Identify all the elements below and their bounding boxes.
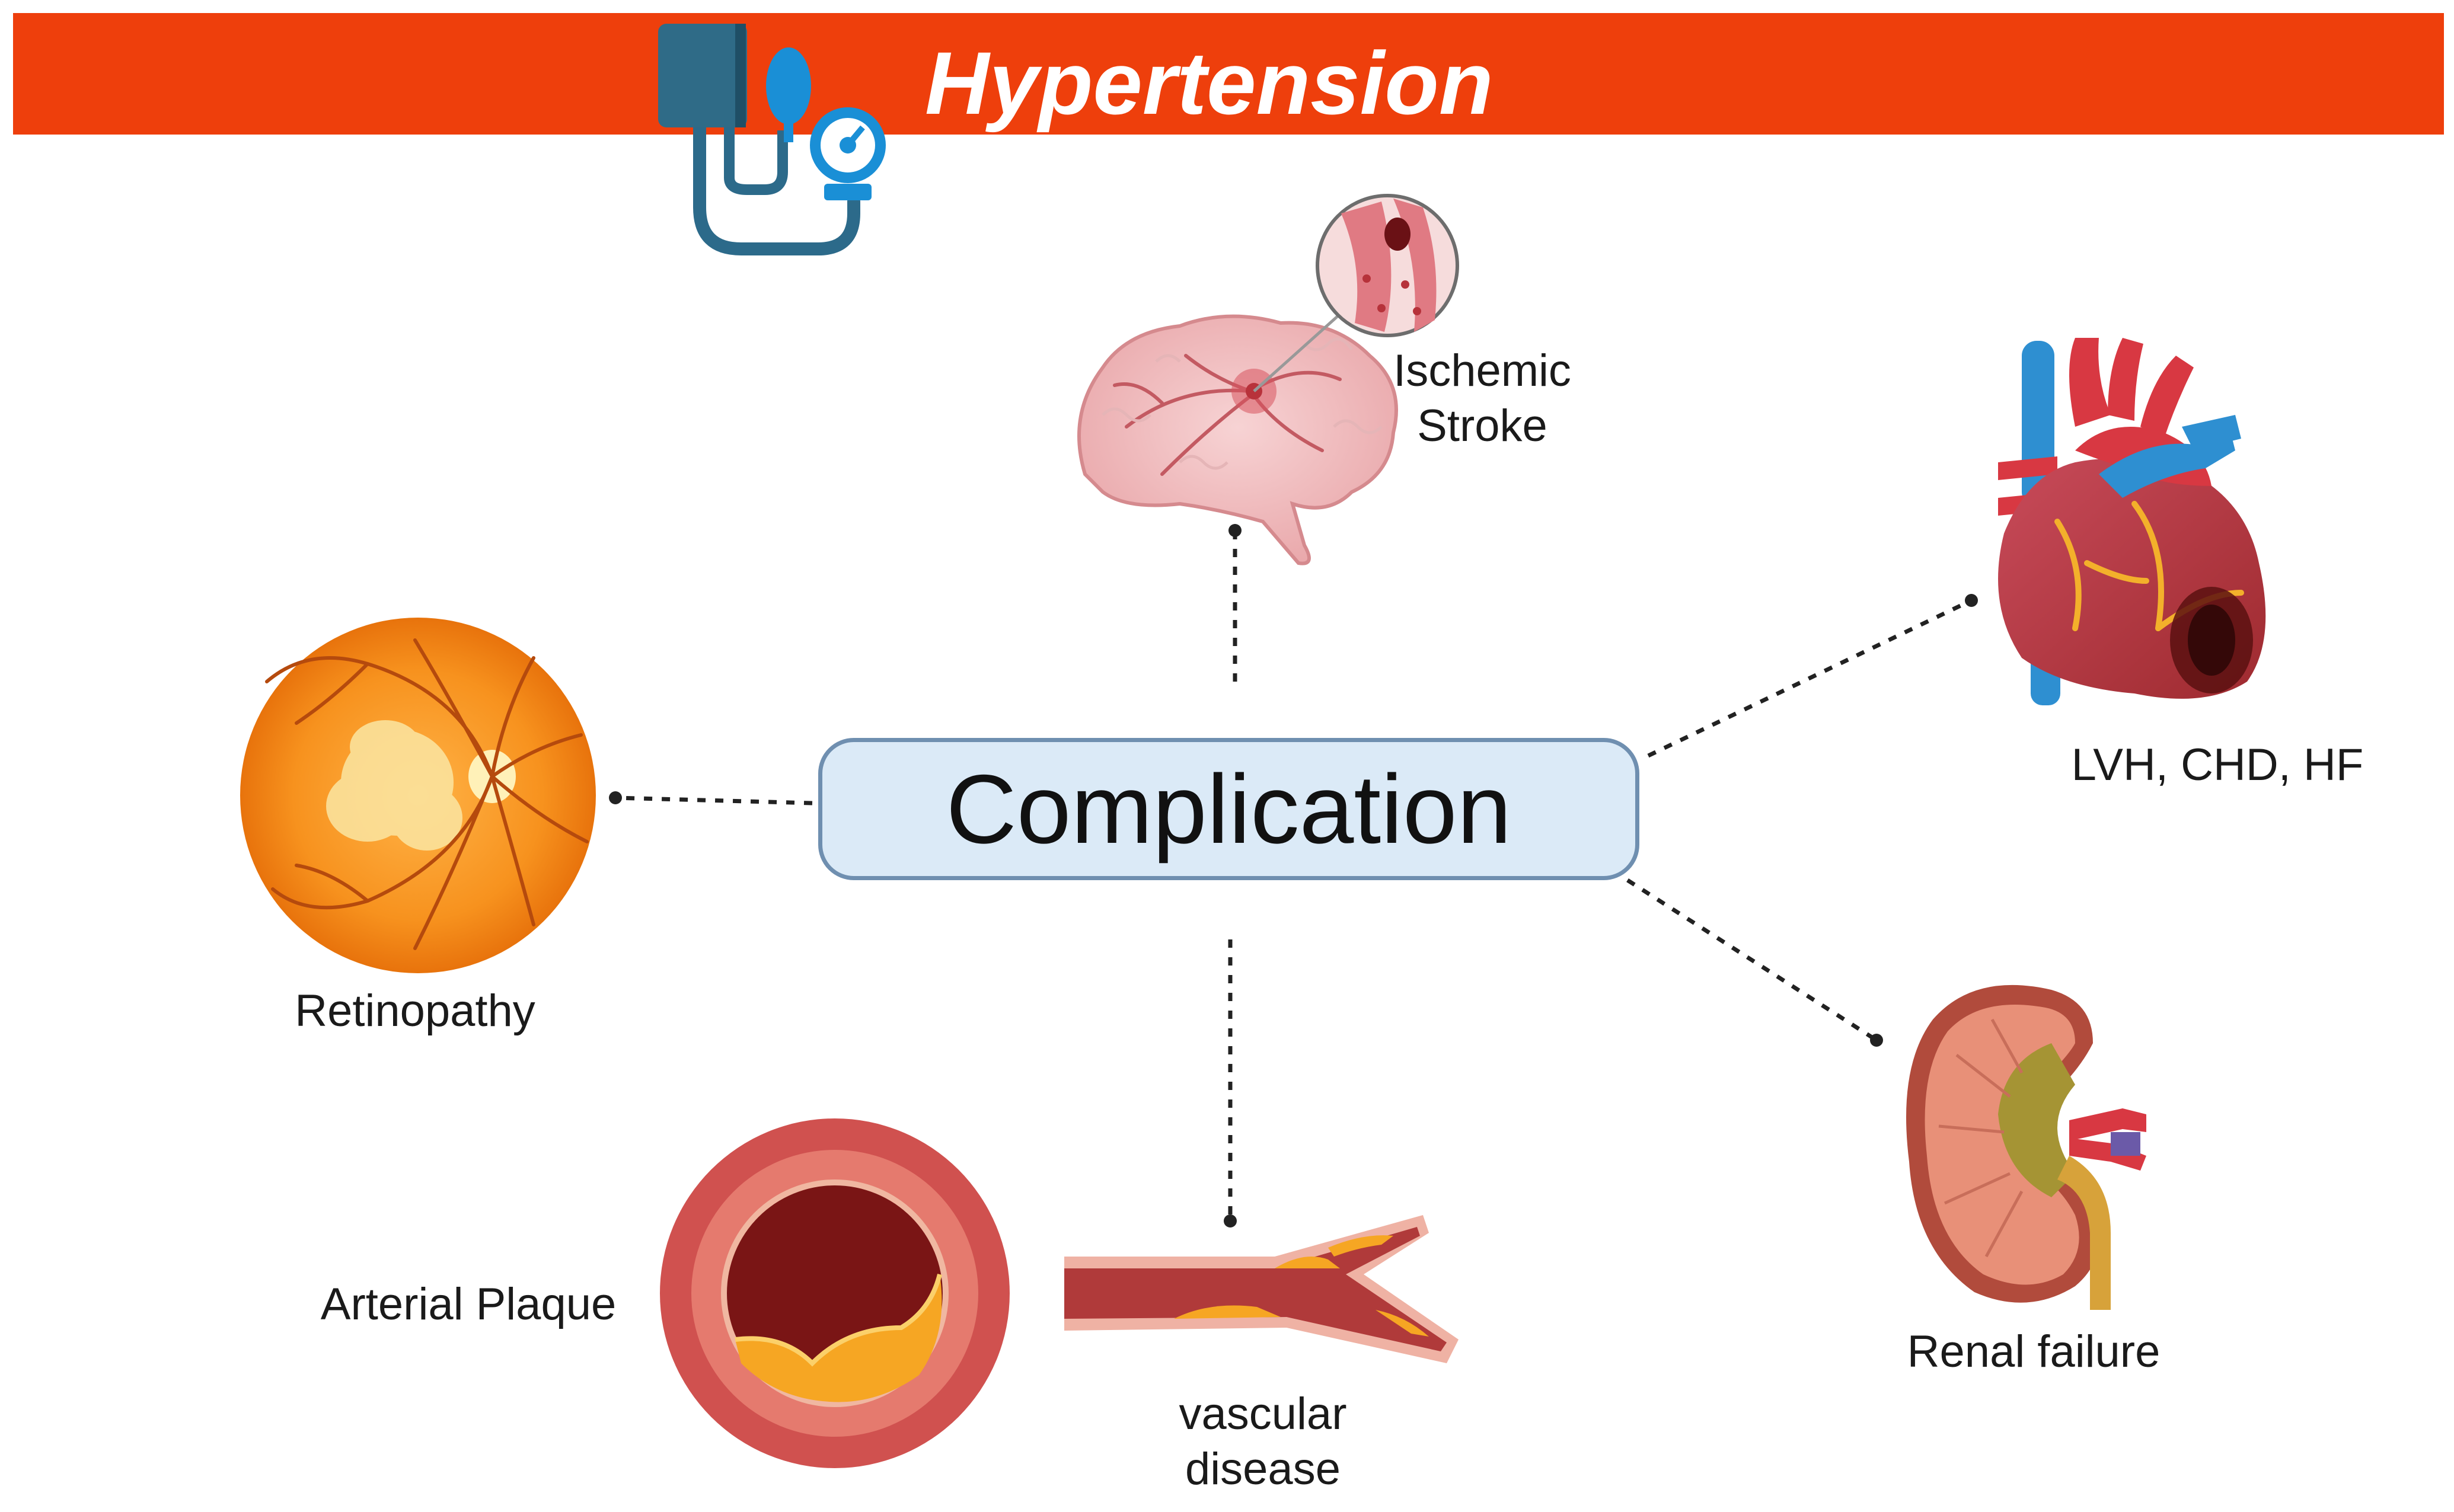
stroke-label: Ischemic Stroke [1370, 344, 1595, 453]
connector-dots [609, 524, 1978, 1227]
connector-heart [1647, 598, 1973, 758]
retina-label: Retinopathy [295, 986, 535, 1036]
stroke-label-line2: Stroke [1417, 400, 1547, 451]
central-node-label: Complication [946, 754, 1512, 864]
artery-cross-section-icon [660, 1118, 1010, 1468]
heart-icon [1998, 338, 2266, 705]
brain-icon [1077, 194, 1459, 565]
vascular-label-line1: vascular [1179, 1389, 1347, 1439]
blood-pressure-monitor-icon [658, 24, 886, 255]
blood-vessel-icon [1064, 1215, 1459, 1363]
vascular-label-line2: disease [1185, 1443, 1341, 1494]
heart-label: LVH, CHD, HF [2071, 740, 2364, 790]
connectors [615, 530, 1973, 1221]
retina-icon [240, 618, 596, 973]
vascular-label: vascular disease [1127, 1387, 1399, 1497]
connector-retina [615, 795, 813, 805]
connector-kidney [1626, 878, 1878, 1042]
plaque-label: Arterial Plaque [320, 1279, 617, 1329]
page-title: Hypertension [925, 33, 1494, 133]
header-band [13, 13, 2444, 135]
central-node: Complication [818, 738, 1639, 880]
stroke-label-line1: Ischemic [1393, 346, 1571, 396]
kidney-label: Renal failure [1907, 1326, 2161, 1377]
kidney-icon [1906, 984, 2146, 1310]
